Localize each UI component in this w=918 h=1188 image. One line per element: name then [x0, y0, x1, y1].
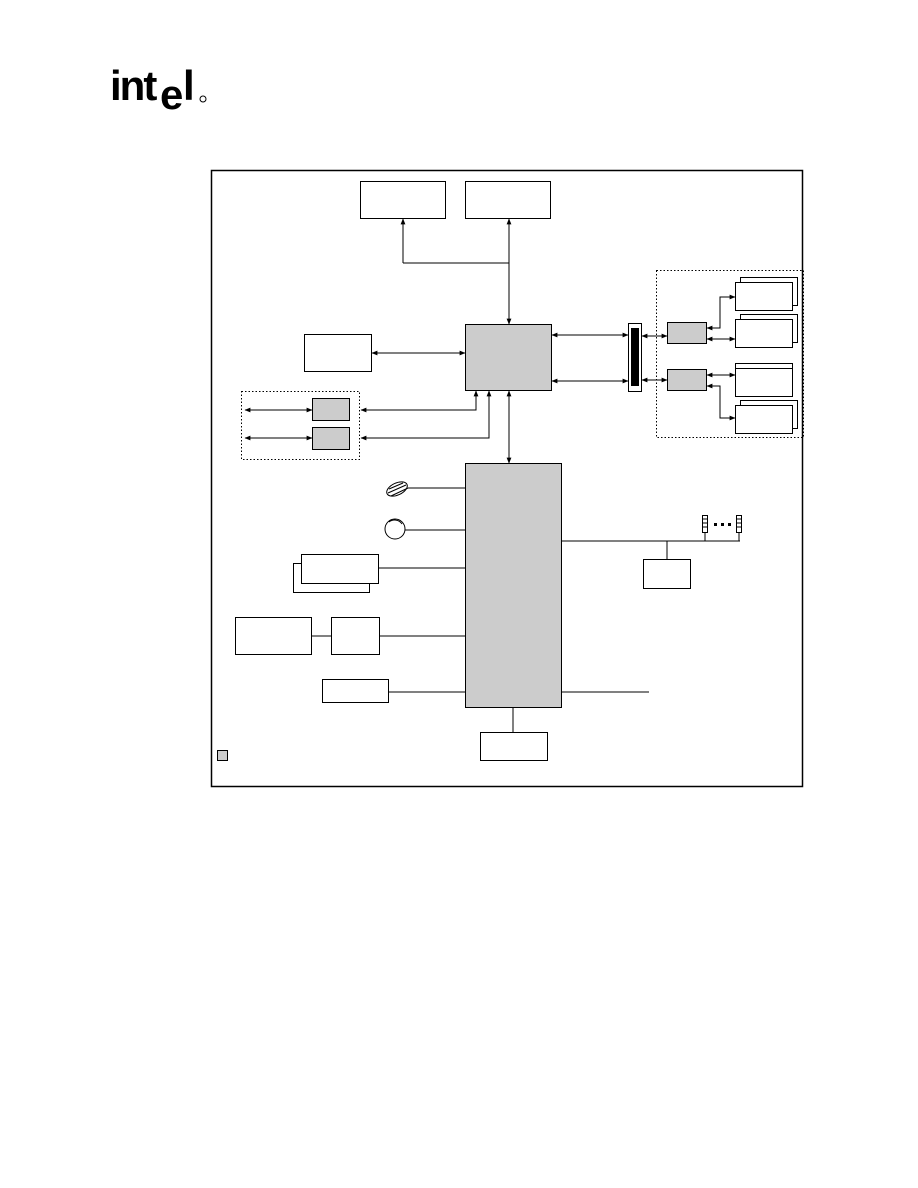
- connector-slot-fill: [631, 328, 639, 386]
- mouse-icon: [386, 481, 409, 497]
- right-stack-4: [735, 400, 798, 434]
- intel-logo-wordmark-l: l: [183, 62, 195, 109]
- processor-block: [465, 324, 552, 391]
- left-shaded-block-1: [312, 398, 350, 421]
- stacked-device: [293, 554, 379, 593]
- right-stack-1: [735, 277, 798, 311]
- right-bus-block: [643, 559, 691, 589]
- top-block-right: [465, 181, 551, 219]
- shaded-square-icon: [217, 750, 228, 761]
- right-shaded-1-to-stack-1: [706, 294, 736, 331]
- south-hub-block: [465, 463, 562, 708]
- left-dotted-group: [241, 391, 360, 460]
- diagram-frame: [210, 169, 804, 788]
- registered-mark-icon: [199, 95, 207, 103]
- disc-icon: [384, 518, 406, 540]
- right-stack-2: [735, 314, 798, 348]
- ellipsis-dots-icon: [714, 523, 731, 526]
- hub-bottom-block: [480, 732, 548, 761]
- left-shaded-block-2: [312, 427, 350, 450]
- right-stack-3: [735, 363, 793, 397]
- lower-left-block-narrow: [331, 617, 380, 655]
- intel-logo: int e l: [110, 62, 207, 118]
- port-connector-icon-2: [736, 515, 742, 541]
- left-block: [304, 334, 372, 372]
- right-shaded-block-1: [667, 322, 707, 344]
- left-shaded-2-link: [360, 390, 492, 441]
- lower-left-block-wide: [235, 617, 312, 655]
- top-block-left: [360, 181, 446, 219]
- bottom-left-block: [322, 679, 389, 703]
- intel-logo-wordmark: int: [110, 62, 157, 109]
- left-shaded-1-link: [360, 390, 479, 413]
- port-connector-icon-1: [702, 515, 708, 541]
- intel-logo-wordmark-e: e: [160, 71, 182, 118]
- right-dotted-group: [656, 270, 804, 438]
- right-shaded-2-to-stack-4: [706, 383, 736, 421]
- right-shaded-block-2: [667, 369, 707, 391]
